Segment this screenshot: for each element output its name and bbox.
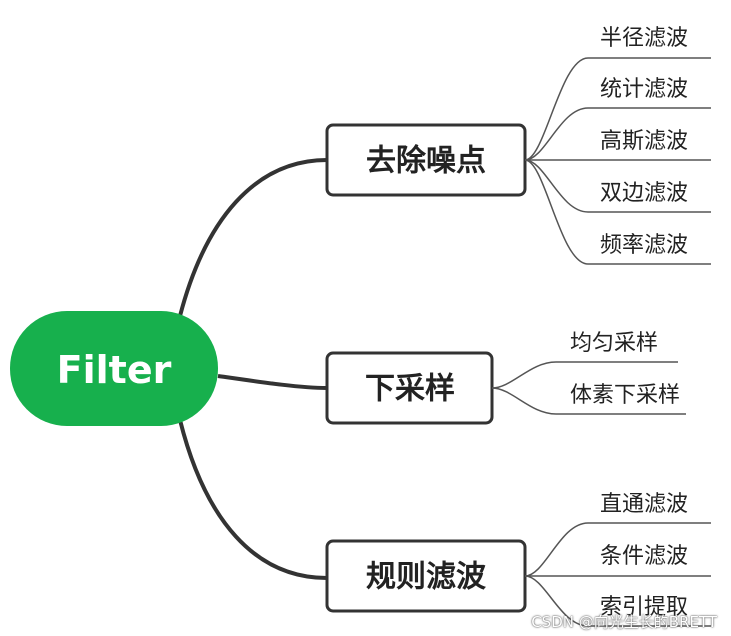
leaf-conditional-filter[interactable]: 条件滤波 xyxy=(600,544,688,569)
leaf-frequency-filter[interactable]: 频率滤波 xyxy=(600,233,688,258)
leaf-group-rule-filter xyxy=(524,522,711,627)
connector-root-branch-1 xyxy=(178,158,328,317)
branch-node-rule-filter[interactable]: 规则滤波 xyxy=(325,539,527,613)
leaf-group-downsample xyxy=(491,361,686,415)
connector-root-branch-3 xyxy=(178,419,328,580)
leaf-passthrough-filter[interactable]: 直通滤波 xyxy=(600,492,688,517)
leaf-radius-filter[interactable]: 半径滤波 xyxy=(600,26,688,51)
root-label: Filter xyxy=(57,348,172,392)
connector-root-branch-2 xyxy=(217,374,328,390)
leaf-voxel-downsampling[interactable]: 体素下采样 xyxy=(570,383,680,408)
leaf-uniform-sampling[interactable]: 均匀采样 xyxy=(570,331,658,356)
csdn-watermark: CSDN @向光生长的BRETT xyxy=(531,613,717,631)
branch-label-downsample: 下采样 xyxy=(365,372,455,407)
branch-node-downsample[interactable]: 下采样 xyxy=(325,351,494,425)
leaf-group-denoise xyxy=(524,57,711,265)
leaf-index-extraction[interactable]: 索引提取 xyxy=(600,595,688,620)
branch-label-rule-filter: 规则滤波 xyxy=(366,560,487,595)
branch-node-denoise[interactable]: 去除噪点 xyxy=(325,123,527,197)
root-node[interactable]: Filter xyxy=(10,311,218,426)
branch-label-denoise: 去除噪点 xyxy=(366,144,486,179)
leaf-bilateral-filter[interactable]: 双边滤波 xyxy=(600,181,688,206)
leaf-statistical-filter[interactable]: 统计滤波 xyxy=(600,77,688,102)
leaf-gaussian-filter[interactable]: 高斯滤波 xyxy=(600,129,688,154)
